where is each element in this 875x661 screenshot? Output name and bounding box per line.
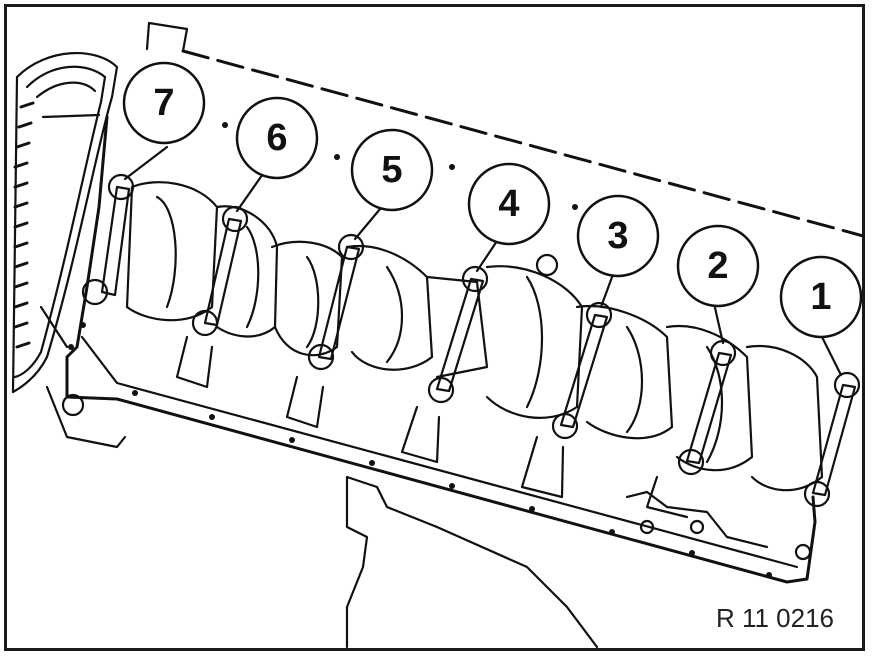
callout-circle-4	[467, 162, 551, 246]
callout-label-6: 6	[266, 117, 287, 159]
bearing-cap-4	[427, 265, 489, 404]
callout-label-4: 4	[498, 183, 519, 225]
dowel-hole	[61, 393, 85, 417]
callout-circle-5	[350, 128, 434, 212]
leader-1	[817, 329, 843, 377]
callout-circle-7	[122, 61, 206, 145]
bearing-cap-6	[191, 205, 249, 337]
leader-7	[123, 145, 169, 181]
pan-rail-inner	[80, 335, 799, 569]
callout-circle-2	[676, 224, 760, 308]
bearing-cap-2	[677, 339, 737, 476]
bearing-cap-7	[81, 173, 135, 306]
figure-reference-code: R 11 0216	[715, 603, 834, 633]
flywheel	[11, 51, 119, 394]
callout-label-5: 5	[381, 149, 402, 191]
bearing-cap-3	[551, 301, 613, 440]
rail-bolt-holes	[68, 122, 772, 578]
callout-label-3: 3	[607, 215, 628, 257]
callout-label-1: 1	[810, 276, 831, 318]
bearing-cap-1	[803, 371, 861, 508]
dashed-block-outline	[145, 21, 189, 53]
crankshaft	[125, 181, 824, 492]
engine-block-drawing: 7 6 5 4 3 2 1	[11, 21, 862, 648]
callout-label-7: 7	[153, 82, 174, 124]
bearing-cap-5	[307, 233, 365, 371]
dashed-block-edge	[181, 49, 862, 238]
leader-6	[235, 169, 267, 213]
block-left-edge	[65, 115, 109, 359]
figure-frame: 7 6 5 4 3 2 1 R 11 0216	[4, 4, 865, 651]
callout-circle-1	[779, 255, 862, 339]
lower-casting	[345, 475, 599, 648]
callout-circle-6	[235, 96, 319, 180]
callout-label-2: 2	[707, 245, 728, 287]
callout-circle-3	[576, 194, 660, 278]
